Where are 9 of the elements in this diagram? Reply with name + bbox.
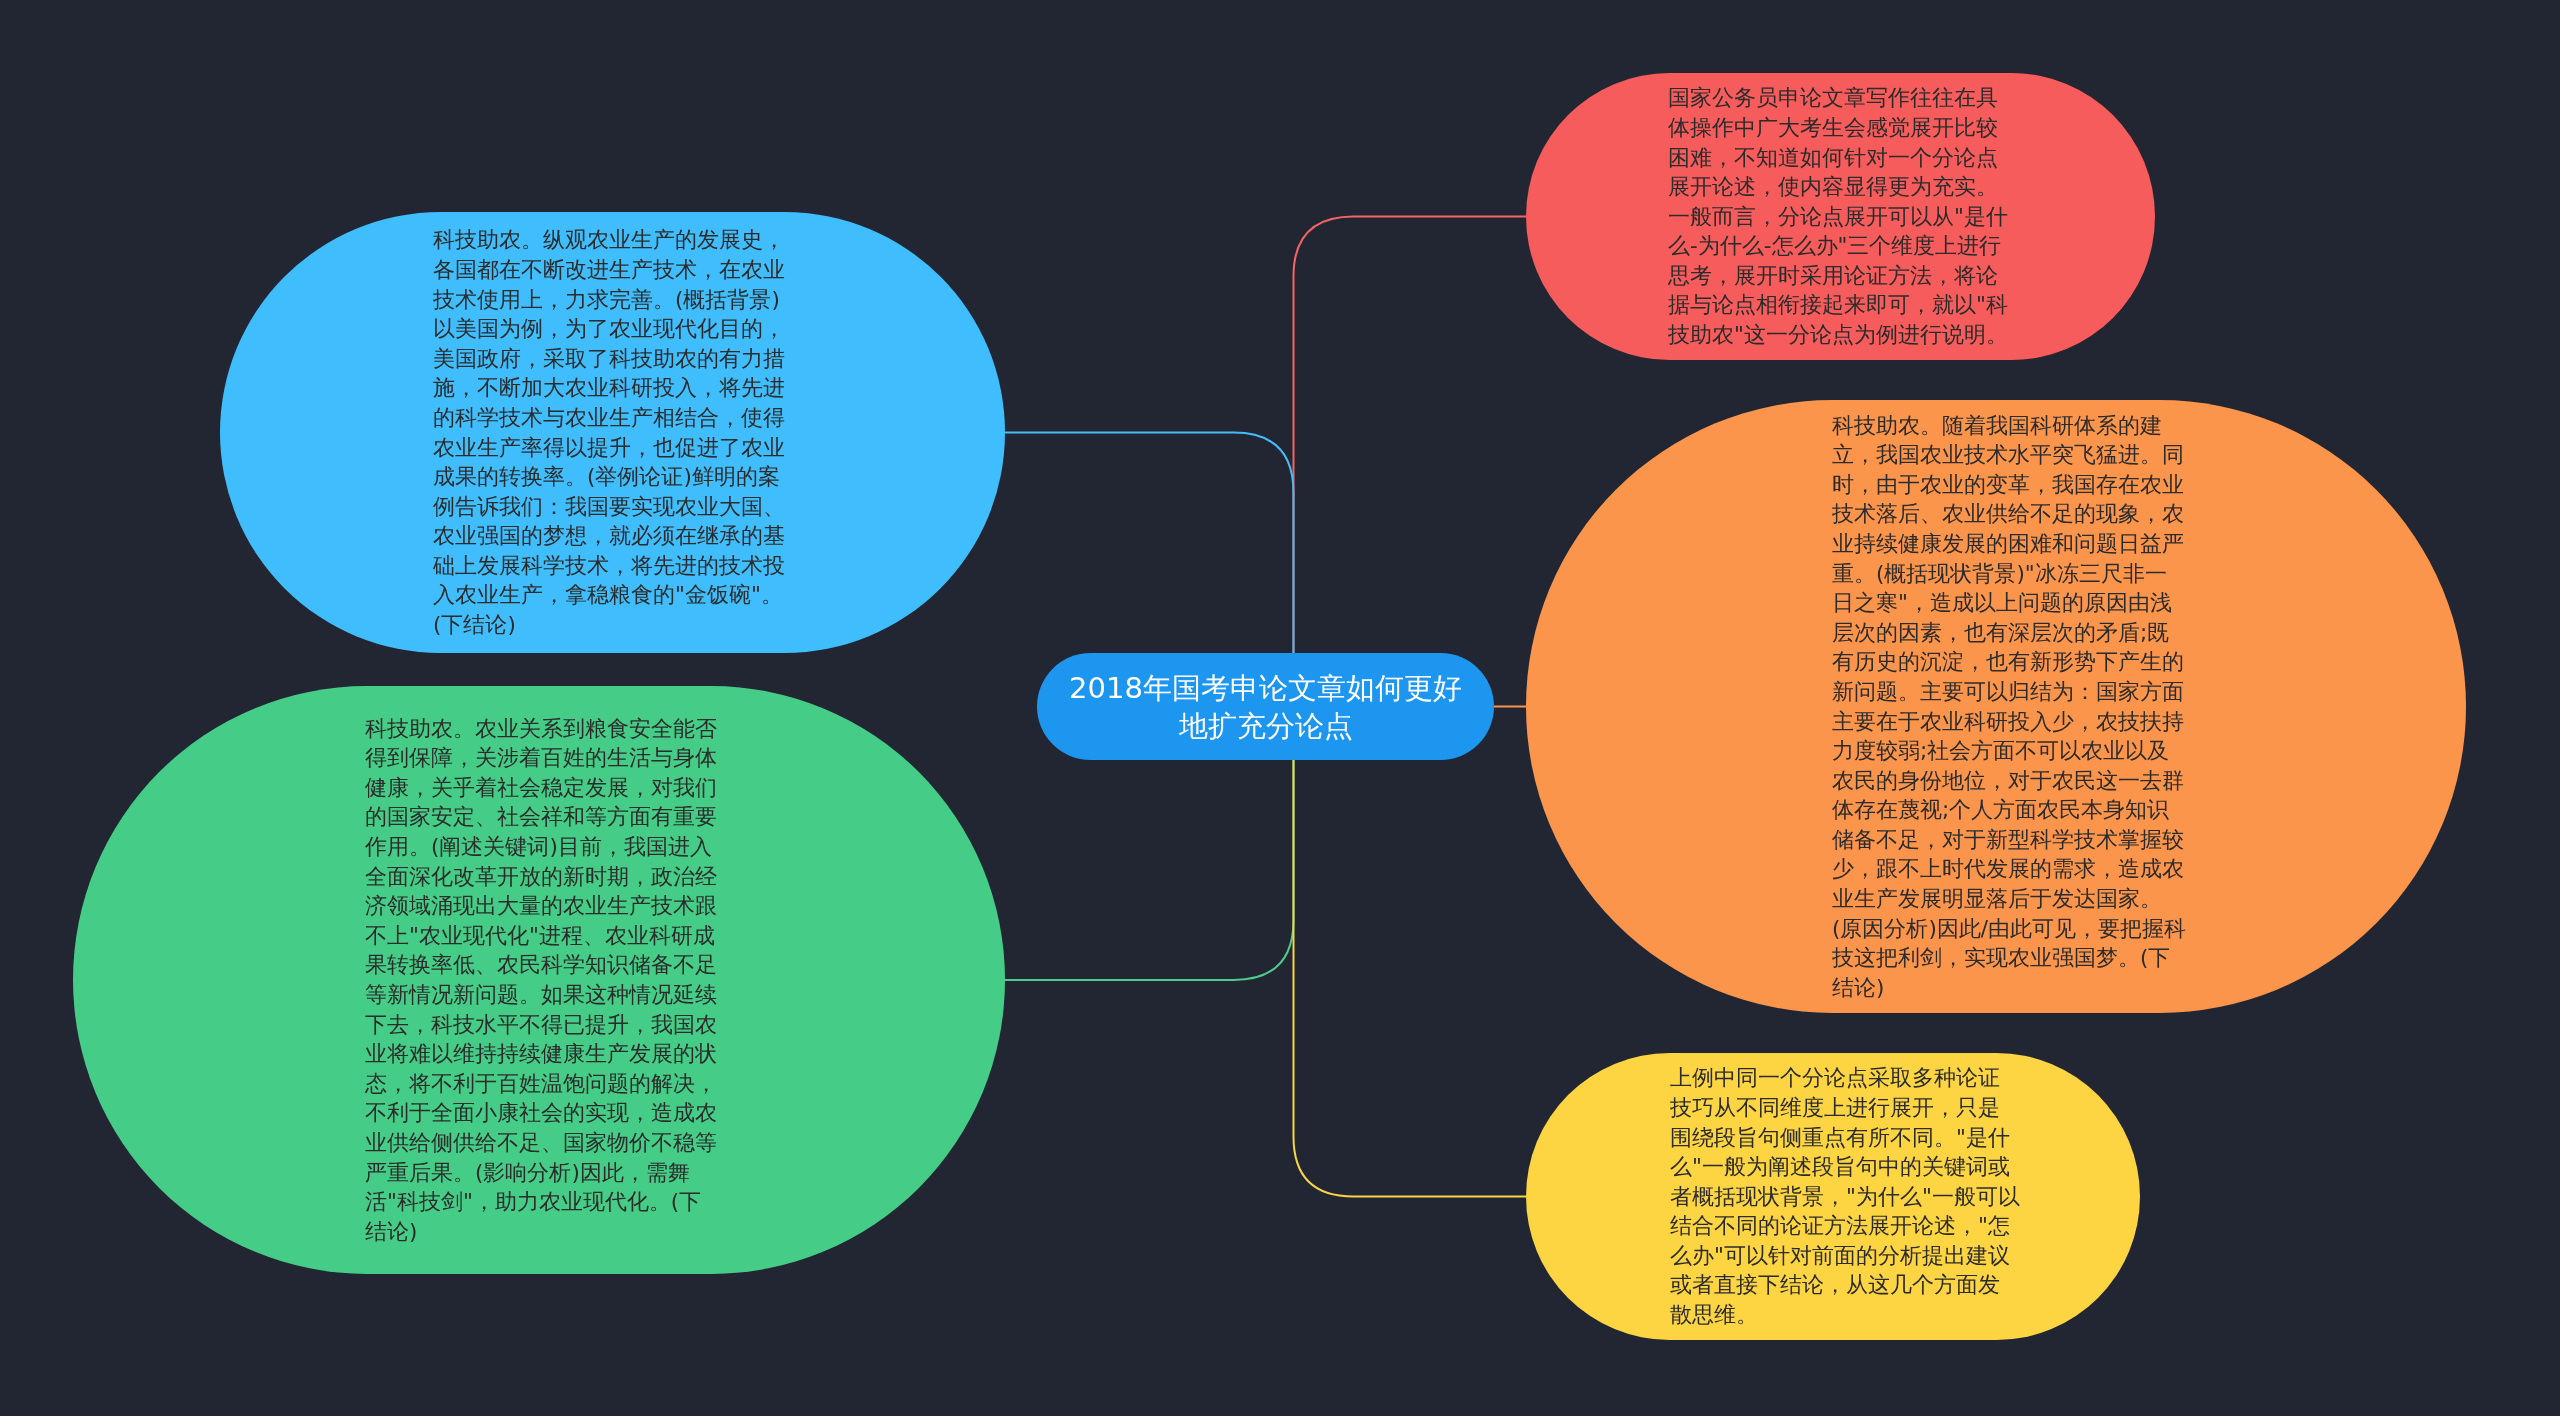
connector-line [1493,705,1527,708]
topic-title: 2018年国考申论文章如何更好地扩充分论点 [1068,669,1463,745]
paragraph-text: 科技助农。农业关系到粮食安全能否得到保障，关涉着百姓的生活与身体健康，关乎着社会稳定发展，对我们的国家安定、社会祥和等方面有重要作用。(阐述关键词)目前，我国进入全面深化改革开放的新时期，政治经济领域涌现出大量的农业生产技术跟不上"农业现代化"进程、农业科研成果转换率低、农民科学知识储备不足等新情况新问题。如果这种情况延续下去，科技水平不得已提升，我国农业将难以维持持续健康生产发展的状态，将不利于百姓温饱问题的解决，不利于全面小康社会的实现，造成农业供给侧供给不足、国家物价不稳等严重后果。(影响分析)因此，需舞活"科技剑"，助力农业现代化。(下结论) [365,714,718,1246]
paragraph-text: 国家公务员申论文章写作往往在具体操作中广大考生会感觉展开比较困难，不知道如何针对一个分论点展开论述，使内容显得更为充实。一般而言，分论点展开可以从"是什么-为什么-怎么办"三个维度上进行思考，展开时采用论证方法，将论据与论点相衔接起来即可，就以"科技助农"这一分论点为例进行说明。 [1668,84,2009,350]
paragraph-text: 科技助农。纵观农业生产的发展史，各国都在不断改进生产技术，在农业技术使用上，力求完善。(概括背景)以美国为例，为了农业现代化目的，美国政府，采取了科技助农的有力措施，不断加大农业科研投入，将先进的科学技术与农业生产相结合，使得农业生产率得以提升，也促进了农业成果的转换率。(举例论证)鲜明的案例告诉我们：我国要实现农业大国、农业强国的梦想，就必须在继承的基础上发展科学技术，将先进的技术投入农业生产，拿稳粮食的"金饭碗"。(下结论) [433,226,786,640]
connector-line [1292,759,1527,1198]
connector-line [1004,431,1295,654]
paragraph-text: 上例中同一个分论点采取多种论证技巧从不同维度上进行展开，只是围绕段旨句侧重点有所不同。"是什么"一般为阐述段旨句中的关键词或者概括现状背景，"为什么"一般可以结合不同的论证方法展开论述，"怎么办"可以针对前面的分析提出建议或者直接下结论，从这几个方面发散思维。 [1670,1064,2020,1330]
paragraph-text: 科技助农。随着我国科研体系的建立，我国农业技术水平突飞猛进。同时，由于农业的变革，我国存在农业技术落后、农业供给不足的现象，农业持续健康发展的困难和问题日益严重。(概括现状背景)"冰冻三尺非一日之寒"，造成以上问题的原因由浅层次的因素，也有深层次的矛盾;既有历史的沉淀，也有新形势下产生的新问题。主要可以归结为：国家方面主要在于农业科研投入少，农技扶持力度较弱;社会方面不可以农业以及农民的身份地位，对于农民这一去群体存在蔑视;个人方面农民本身知识储备不足，对于新型科学技术掌握较少，跟不上时代发展的需求，造成农业生产发展明显落后于发达国家。(原因分析)因此/由此可见，要把握科技这把利剑，实现农业强国梦。(下结论) [1832,411,2188,1002]
